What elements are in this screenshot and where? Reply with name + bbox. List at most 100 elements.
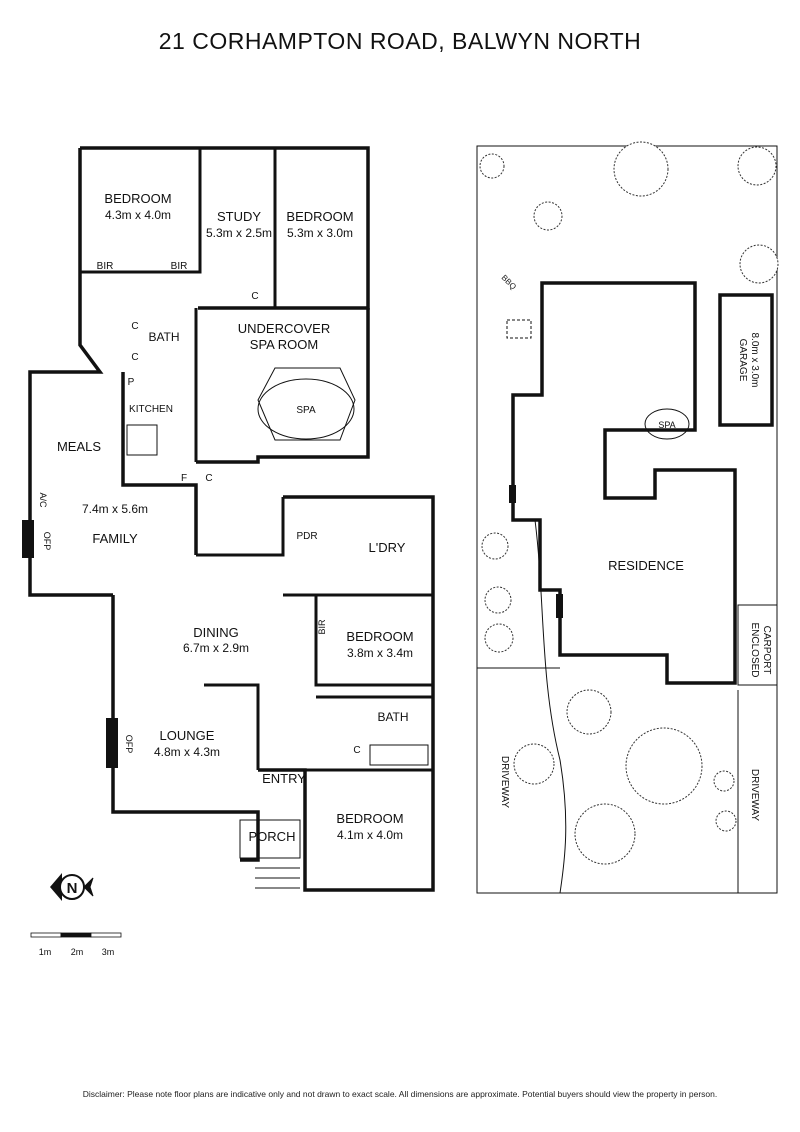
- wall-bedroom-3: [314, 595, 433, 687]
- site-spa: [644, 408, 690, 440]
- scale-segment-3: [90, 932, 122, 938]
- site-plan-labels: RESIDENCE SPA BBQ GARAGE 8.0m x 3.0m ENC…: [499, 273, 772, 821]
- tree: [479, 153, 505, 179]
- fireplace-family: [22, 520, 34, 558]
- scale-segment-2: [60, 932, 92, 938]
- tree: [713, 770, 735, 792]
- tree: [737, 146, 777, 186]
- room-dims-dining: 6.7m x 2.9m: [183, 641, 249, 655]
- closet-label-2: C: [131, 352, 138, 363]
- bir-label-2: BIR: [171, 261, 188, 272]
- wall-spa-room: [196, 308, 370, 464]
- room-dims-study: 5.3m x 2.5m: [206, 226, 272, 240]
- tree: [566, 689, 612, 735]
- residence-label: RESIDENCE: [608, 558, 684, 573]
- porch-label: PORCH: [249, 829, 296, 844]
- scale-label-1m: 1m: [39, 947, 52, 957]
- room-dims-bedroom-2: 5.3m x 3.0m: [287, 226, 353, 240]
- pantry-label: P: [128, 377, 135, 388]
- scale-label-2m: 2m: [71, 947, 84, 957]
- room-name-meals: MEALS: [57, 439, 101, 454]
- fireplace-lounge: [106, 718, 118, 768]
- closet-label-3: C: [205, 473, 212, 484]
- laundry-label: L'DRY: [369, 540, 406, 555]
- site-fireplace-1: [509, 485, 516, 503]
- ofp-label-family: OFP: [42, 532, 52, 551]
- tree: [484, 623, 514, 653]
- tree: [574, 803, 636, 865]
- wall-left-outer: [28, 148, 113, 597]
- garden-path: [534, 519, 567, 894]
- carport-label-1: ENCLOSED: [749, 622, 760, 677]
- spa-label: SPA: [296, 405, 316, 416]
- scale-segment-1: [30, 932, 62, 938]
- scale-bar: 1m 2m 3m: [30, 932, 122, 957]
- tree: [484, 586, 512, 614]
- bir-label-1: BIR: [97, 261, 114, 272]
- wall-lounge-dining: [204, 683, 260, 770]
- room-name-spa-room: UNDERCOVER: [238, 321, 330, 336]
- porch-outline: [239, 819, 301, 859]
- north-arrow: N: [50, 873, 94, 901]
- garage-dims: 8.0m x 3.0m: [749, 332, 760, 387]
- carport-outline: [737, 604, 778, 686]
- residence-outline: [511, 281, 737, 685]
- room-dims-bedroom-4: 4.1m x 4.0m: [337, 828, 403, 842]
- site-plan: [476, 141, 779, 894]
- room-name-bedroom-4: BEDROOM: [336, 811, 403, 826]
- room-dims-family: 7.4m x 5.6m: [82, 502, 148, 516]
- closet-label-1: C: [131, 321, 138, 332]
- scale-label-3m: 3m: [102, 947, 115, 957]
- bath-label-1: BATH: [148, 330, 179, 344]
- bath-label-2: BATH: [377, 710, 408, 724]
- room-name-lounge: LOUNGE: [160, 728, 215, 743]
- north-arrow-tail: [83, 877, 94, 897]
- entry-label: ENTRY: [262, 771, 306, 786]
- north-arrow-pointer: [50, 873, 62, 901]
- tree: [715, 810, 737, 832]
- kitchen-label: KITCHEN: [129, 404, 173, 415]
- spa-tub: [257, 378, 355, 440]
- ac-label: A/C: [38, 492, 48, 508]
- pdr-label: PDR: [296, 531, 317, 542]
- driveway-right-label: DRIVEWAY: [749, 769, 760, 822]
- site-spa-label: SPA: [658, 420, 675, 430]
- site-fireplace-2: [556, 594, 563, 618]
- wall-right-wing: [258, 495, 435, 892]
- room-name-bedroom-3: BEDROOM: [346, 629, 413, 644]
- room-name-family: FAMILY: [92, 531, 138, 546]
- carport-label-2: CARPORT: [761, 626, 772, 675]
- bbq-label: BBQ: [500, 273, 518, 291]
- room-name-dining: DINING: [193, 625, 239, 640]
- tree: [513, 743, 555, 785]
- brick-paving: [506, 319, 532, 339]
- kitchen-island: [126, 424, 158, 456]
- driveway-left-label: DRIVEWAY: [499, 756, 510, 809]
- spa-deck: [257, 367, 356, 441]
- room-dims-bedroom-1: 4.3m x 4.0m: [105, 208, 171, 222]
- page-title: 21 CORHAMPTON ROAD, BALWYN NORTH: [158, 28, 642, 54]
- wall-dining-top: [196, 497, 285, 557]
- wall-bir: [80, 148, 202, 274]
- wall-top-wing: [80, 146, 370, 310]
- room-dims-bedroom-3: 3.8m x 3.4m: [347, 646, 413, 660]
- room-name-study: STUDY: [217, 209, 261, 224]
- room-dims-lounge: 4.8m x 4.3m: [154, 745, 220, 759]
- room-name-bedroom-1: BEDROOM: [104, 191, 171, 206]
- fridge-label: F: [181, 473, 187, 484]
- garage-label: GARAGE: [737, 339, 748, 382]
- north-label: N: [67, 880, 78, 897]
- tree: [481, 532, 509, 560]
- room-name-bedroom-2: BEDROOM: [286, 209, 353, 224]
- bath-tub: [369, 744, 429, 766]
- tree: [533, 201, 563, 231]
- wall-kitchen: [121, 372, 198, 555]
- floor-plan-walls: [22, 146, 435, 892]
- floor-plan-labels: BEDROOM 4.3m x 4.0m STUDY 5.3m x 2.5m BE…: [38, 191, 414, 844]
- garage-outline: [718, 293, 774, 427]
- disclaimer-text: Disclaimer: Please note floor plans are …: [82, 1089, 718, 1099]
- ofp-label-lounge: OFP: [124, 735, 134, 754]
- tree: [625, 727, 703, 805]
